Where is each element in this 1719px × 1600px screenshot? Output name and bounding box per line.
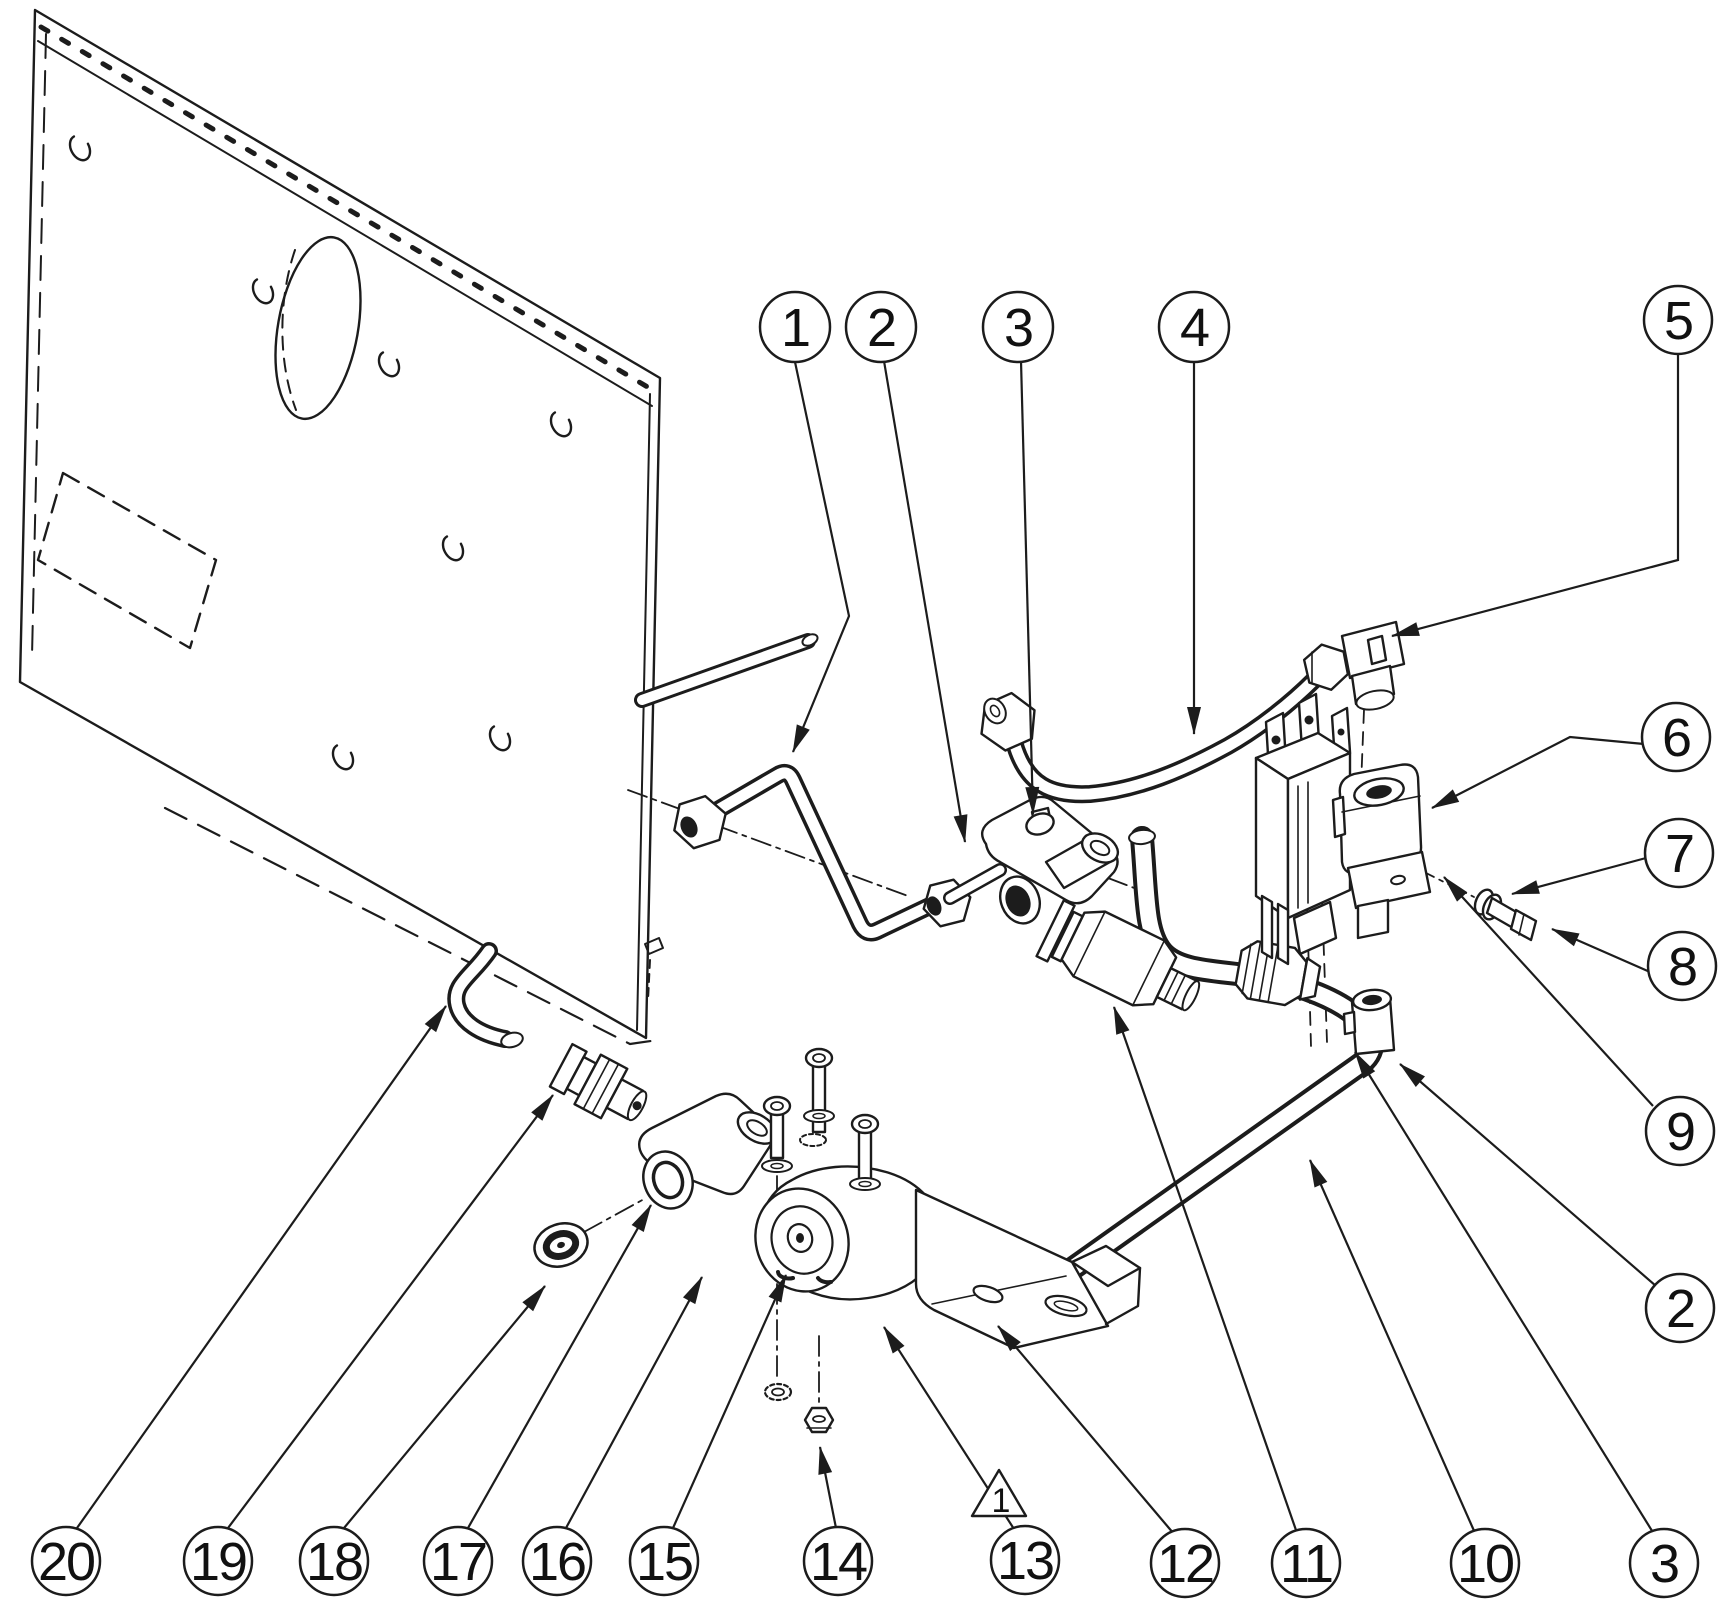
callout-balloon-4[interactable]: 4 [1157,290,1231,364]
panel-edge-clip [644,937,664,1001]
flare-nut [980,691,1036,752]
callout-label: 10 [1457,1534,1513,1594]
callout-label: 2 [1666,1279,1694,1339]
part-15-16-regulator-valve [754,1165,942,1301]
relay-coil-body [1254,731,1352,966]
mounting-panel [18,8,664,1046]
callout-balloon-2-top[interactable]: 2 [844,290,918,364]
callout-label: 12 [1157,1534,1213,1594]
callout-label: 3 [1650,1534,1678,1594]
callout-balloon-2-right[interactable]: 2 [1644,1272,1716,1344]
part-2-elbow-cluster [943,795,1120,925]
hex-nut [803,1406,835,1434]
flare-nut [673,794,727,850]
compression-nut [1302,643,1350,691]
callout-balloon-3-bottom[interactable]: 3 [1628,1527,1700,1599]
callout-label: 16 [529,1532,585,1592]
part-17-tee-fitting [638,1092,778,1210]
callout-balloon-9[interactable]: 9 [1644,1095,1716,1167]
callout-balloon-17[interactable]: 17 [422,1525,494,1597]
callout-balloon-11[interactable]: 11 [1270,1527,1342,1599]
part-5-elbow-fitting [1340,620,1406,711]
part-4-tube [980,620,1406,804]
callout-label: 14 [810,1532,867,1592]
callout-balloon-3-top[interactable]: 3 [981,290,1055,364]
part-20-bent-tube [447,942,524,1049]
panel-label-outline [36,471,218,650]
leader-lines [76,354,1680,1535]
part-13-mounting-bracket [914,1188,1142,1350]
callout-label: 19 [190,1532,246,1592]
part-6-solenoid-valve [1254,692,1432,966]
callout-label: 5 [1664,291,1692,351]
part-19-quick-connect-fitting [548,1042,648,1122]
part-7-8-screw-washer [1473,888,1538,942]
callout-label: 8 [1668,937,1696,997]
valve-body [1331,763,1432,940]
callout-label: 3 [1004,298,1032,358]
part-18-grommet [533,1222,589,1268]
callout-balloon-6[interactable]: 6 [1640,701,1712,773]
part-1-tube-assembly [634,633,972,942]
callout-label: 4 [1180,298,1209,358]
panel-knockout-oval [274,235,362,421]
panel-holes [68,134,573,771]
callout-label: 2 [867,298,895,358]
part-11-check-valve [1035,899,1201,1012]
callout-label: 13 [997,1531,1053,1591]
callout-balloon-5[interactable]: 5 [1642,284,1714,356]
callout-balloon-1[interactable]: 1 [758,290,832,364]
callout-label: 9 [1666,1102,1694,1162]
callout-balloon-13[interactable]: 13 [989,1524,1061,1596]
callout-label: 18 [306,1532,362,1592]
callout-balloon-12[interactable]: 12 [1149,1527,1221,1599]
part-3-nut-top [1025,806,1055,836]
note-flag-number: 1 [992,1482,1011,1520]
callout-label: 7 [1665,824,1693,884]
callout-label: 15 [636,1532,692,1592]
callout-balloon-18[interactable]: 18 [298,1525,370,1597]
callout-label: 1 [781,298,809,358]
callout-label: 11 [1280,1534,1332,1594]
callout-balloon-7[interactable]: 7 [1643,817,1715,889]
callout-balloon-14[interactable]: 14 [802,1525,874,1597]
callout-balloon-15[interactable]: 15 [628,1525,700,1597]
note-triangle-flag: 1 [970,1468,1028,1520]
callout-balloon-20[interactable]: 20 [30,1525,102,1597]
callout-balloon-16[interactable]: 16 [521,1525,593,1597]
callout-label: 6 [1662,708,1690,768]
part-2-elbow-lower [1342,988,1396,1056]
callout-balloon-19[interactable]: 19 [182,1525,254,1597]
callout-balloon-8[interactable]: 8 [1646,930,1718,1002]
callout-balloon-10[interactable]: 10 [1449,1527,1521,1599]
callout-label: 17 [430,1532,486,1592]
part-14-screws-washers [761,1047,881,1434]
callout-label: 20 [38,1532,94,1592]
